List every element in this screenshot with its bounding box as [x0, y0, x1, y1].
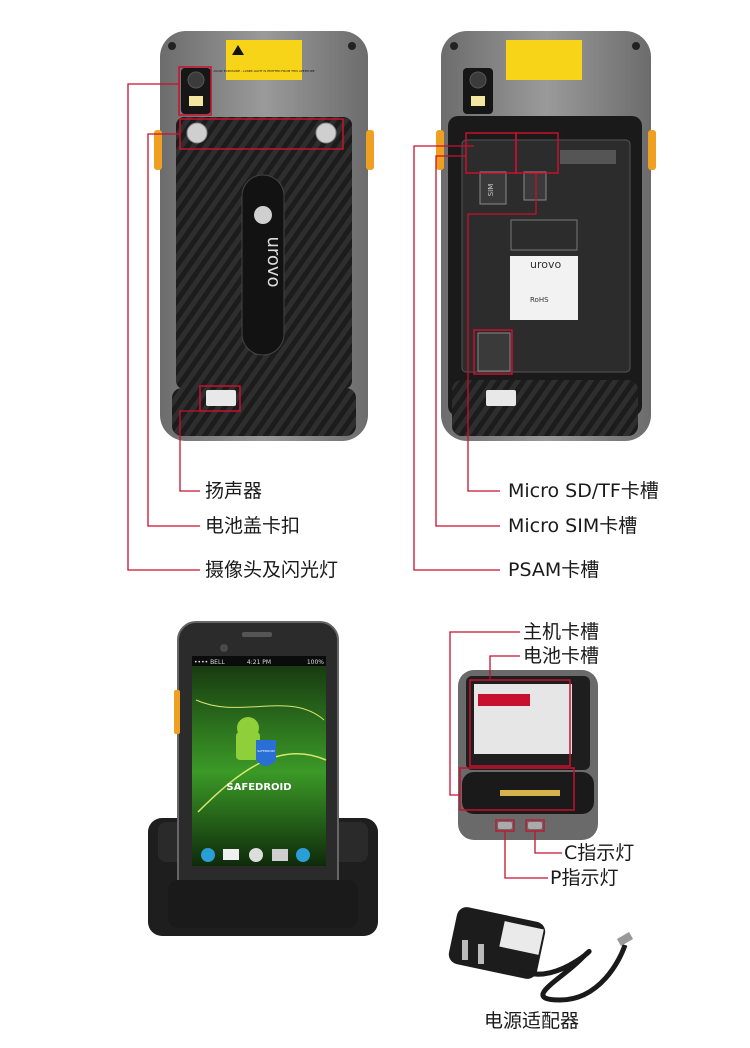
- battery-slot-callout-box: [469, 679, 571, 767]
- status-carrier: •••• BELL: [194, 659, 225, 666]
- browser-app-icon: [296, 848, 310, 862]
- device-back-view: [154, 31, 374, 441]
- app-name-text: SAFEDROID: [226, 782, 291, 793]
- apps-drawer-icon: [249, 848, 263, 862]
- power-adapter: [448, 907, 634, 1003]
- p-indicator-led: [498, 822, 512, 829]
- screw-icon: [168, 42, 176, 50]
- cradle-top-view: [458, 670, 598, 840]
- label-p-indicator: P指示灯: [550, 867, 619, 889]
- mail-app-icon: [223, 849, 239, 860]
- laser-warning-icon: [232, 45, 244, 55]
- adapter-label: [499, 921, 544, 955]
- label-speaker: 扬声器: [205, 480, 263, 502]
- c-indicator-callout-line: [534, 831, 562, 854]
- camera-app-icon: [272, 849, 288, 861]
- camera-callout-box: [178, 66, 212, 116]
- cover-buckle-icon: [315, 122, 337, 144]
- earpiece-icon: [242, 632, 272, 637]
- speaker-grille-icon: [486, 390, 516, 406]
- speaker-grille-icon: [206, 390, 236, 406]
- sd-callout-line: [467, 173, 537, 492]
- flash-led-icon: [471, 96, 485, 106]
- back-brand-text: urovo: [263, 236, 284, 287]
- label-host-slot: 主机卡槽: [523, 621, 600, 643]
- sim-slot: [479, 171, 507, 205]
- psam-callout-box: [473, 329, 513, 375]
- side-key-orange: [174, 690, 180, 734]
- side-key-orange: [154, 130, 162, 170]
- buckle-callout-line: [147, 133, 200, 527]
- laser-warning-label: [226, 40, 302, 80]
- camera-callout-line: [127, 83, 200, 571]
- side-key-orange: [366, 130, 374, 170]
- speaker-callout-box: [199, 385, 241, 412]
- device-info-label: [510, 256, 578, 320]
- label-power-adapter: 电源适配器: [484, 1010, 580, 1032]
- cradle-front: [168, 880, 358, 928]
- label-micro-sim: Micro SIM卡槽: [508, 515, 638, 537]
- host-slot-callout-box: [459, 767, 575, 811]
- flash-led-icon: [189, 96, 203, 106]
- phone-app-icon: [201, 848, 215, 862]
- screw-icon: [348, 42, 356, 50]
- screw-icon: [450, 42, 458, 50]
- charging-pins: [500, 790, 560, 796]
- info-label-brand: urovo: [530, 258, 561, 271]
- android-head-icon: [237, 717, 259, 739]
- nfc-icon: [254, 206, 272, 224]
- side-key-orange: [648, 130, 656, 170]
- screw-icon: [632, 42, 640, 50]
- label-micro-sd: Micro SD/TF卡槽: [508, 480, 659, 502]
- battery-slot-callout-line: [489, 655, 520, 680]
- shield-icon: [256, 740, 276, 766]
- psam-callout-line: [413, 145, 500, 571]
- label-c-indicator: C指示灯: [564, 842, 635, 864]
- label-psam: PSAM卡槽: [508, 559, 600, 581]
- camera-lens-icon: [187, 71, 205, 89]
- battery-label-band: [478, 694, 530, 706]
- plug-prong: [462, 940, 468, 960]
- compartment-marking: [510, 219, 578, 251]
- rohs-label: RoHS: [530, 296, 549, 304]
- laser-warning-text: AVOID EXPOSURE - LASER LIGHT IS EMITTED …: [213, 69, 314, 73]
- device-open-view: [436, 31, 656, 441]
- adapter-cable: [518, 944, 628, 1003]
- c-indicator-led: [528, 822, 542, 829]
- hand-strap-area: [241, 174, 285, 356]
- sim-callout-line: [435, 155, 500, 527]
- phone-in-cradle: [148, 621, 378, 936]
- sd-callout-box: [515, 132, 559, 174]
- dc-plug: [616, 932, 634, 946]
- side-key-orange: [436, 130, 444, 170]
- speaker-callout-line: [179, 410, 200, 492]
- laser-warning-label: [506, 40, 582, 80]
- label-battery-slot: 电池卡槽: [523, 645, 600, 667]
- android-mascot-icon: [236, 732, 260, 760]
- sim-slot-label: SIM: [487, 184, 495, 197]
- status-time: 4:21 PM: [247, 659, 271, 666]
- sd-slot: [523, 171, 547, 201]
- camera-lens-icon: [469, 71, 487, 89]
- cover-buckle-icon: [186, 122, 208, 144]
- p-indicator-callout-line: [504, 831, 548, 879]
- label-camera-flash: 摄像头及闪光灯: [205, 559, 339, 581]
- bottom-cover: [452, 380, 638, 436]
- status-bar: [192, 656, 326, 666]
- label-battery-cover-buckle: 电池盖卡扣: [205, 515, 301, 537]
- psam-slot: [477, 332, 511, 372]
- plug-prong: [478, 944, 484, 964]
- front-camera-icon: [220, 644, 228, 652]
- contact-strip: [560, 150, 616, 164]
- status-battery: 100%: [307, 659, 324, 666]
- host-slot-callout-line: [449, 631, 520, 796]
- shield-text: SAFEDROID: [257, 749, 275, 753]
- wallpaper-curve: [195, 699, 325, 721]
